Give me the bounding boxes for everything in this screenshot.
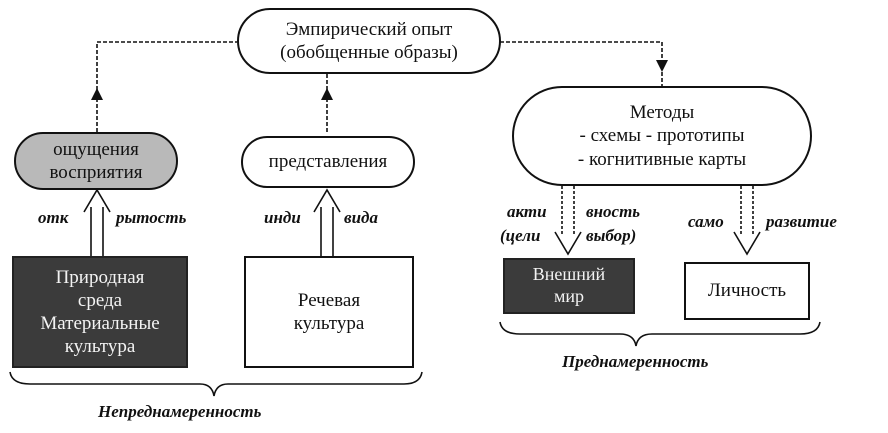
- node-sensations-line1: ощущения: [53, 138, 139, 160]
- edge-sensations-to-experience: [96, 41, 237, 132]
- node-methods-line1: Методы: [629, 102, 695, 124]
- node-nature-line1: Природная: [55, 266, 145, 288]
- node-outer-world-line1: Внешний: [532, 264, 606, 285]
- node-speech-line1: Речевая: [297, 289, 361, 311]
- double-arrow-speech-to-representations: [313, 188, 341, 256]
- edge-label-vybor: выбор): [586, 226, 637, 245]
- brace-intentional: [499, 321, 821, 347]
- group-label-intentional: Преднамеренность: [562, 352, 709, 371]
- edge-label-otk: отк: [38, 208, 69, 227]
- edge-label-akti: акти: [507, 202, 547, 221]
- node-experience-line1: Эмпирический опыт: [285, 18, 453, 40]
- arrowhead-methods: [656, 60, 668, 72]
- edge-label-celi: (цели: [500, 226, 541, 245]
- node-sensations-line2: восприятия: [49, 162, 143, 183]
- edge-label-razvitie: развитие: [766, 212, 837, 231]
- double-arrow-methods-to-personality: [733, 186, 761, 256]
- node-outer-world-line2: мир: [553, 286, 585, 306]
- group-label-unintentional: Непреднамеренность: [98, 402, 262, 421]
- double-arrow-methods-to-outer-world: [554, 186, 582, 256]
- double-arrow-nature-to-sensations: [83, 188, 111, 256]
- edge-label-samo: само: [688, 212, 724, 231]
- node-sensations-perceptions: ощущения восприятия: [14, 132, 178, 190]
- brace-unintentional: [9, 371, 423, 397]
- edge-label-vnost: вность: [586, 202, 641, 221]
- node-methods-line2: - схемы - прототипы: [579, 125, 745, 147]
- node-representations-label: представления: [268, 151, 388, 173]
- node-empirical-experience: Эмпирический опыт (обобщенные образы): [237, 8, 501, 74]
- arrowhead-sensations: [91, 88, 103, 100]
- node-speech-culture: Речевая культура: [244, 256, 414, 368]
- arrowhead-representations: [321, 88, 333, 100]
- node-natural-environment: Природная среда Материальные культура: [12, 256, 188, 368]
- node-nature-line2: среда: [77, 289, 123, 311]
- edge-experience-to-methods: [500, 41, 663, 86]
- node-speech-line2: культура: [293, 313, 365, 334]
- node-personality: Личность: [684, 262, 810, 320]
- edge-label-vida: вида: [344, 208, 378, 227]
- edge-label-rytost: рытость: [116, 208, 187, 227]
- node-representations: представления: [241, 136, 415, 188]
- node-personality-label: Личность: [707, 280, 787, 302]
- node-nature-line3: Материальные: [40, 313, 160, 334]
- node-experience-line2: (обобщенные образы): [280, 42, 458, 63]
- node-methods-line3: - когнитивные карты: [577, 148, 747, 170]
- node-nature-line4: культура: [64, 336, 136, 358]
- node-outer-world: Внешний мир: [503, 258, 635, 314]
- edge-label-indi: инди: [264, 208, 301, 227]
- node-methods: Методы - схемы - прототипы - когнитивные…: [512, 86, 812, 186]
